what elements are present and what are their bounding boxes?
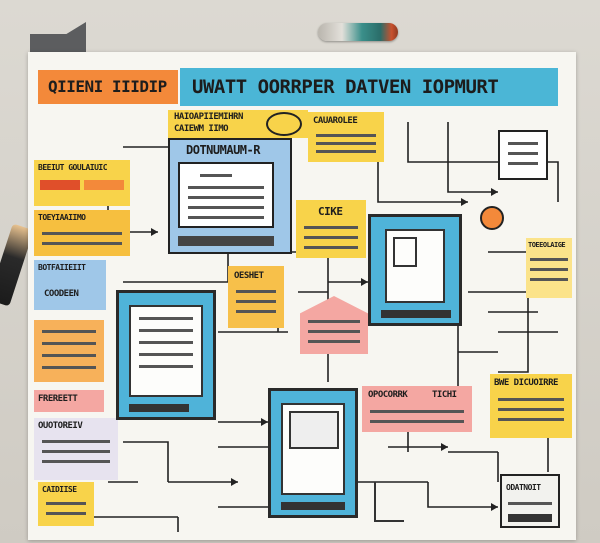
note-pink-text-b: TICHI bbox=[432, 390, 457, 400]
note-left-c-text: BOTFAIIEIIT bbox=[38, 263, 86, 272]
note-top-right: CAUAROLEE bbox=[308, 112, 384, 162]
note-left-c: BOTFAIIEIIT COODEEN bbox=[34, 260, 106, 310]
clipboard-top-right bbox=[498, 130, 548, 180]
device-center bbox=[268, 388, 358, 518]
page-title: UWATT OORRPER DATVEN IOPMURT bbox=[192, 76, 499, 98]
note-pink: OPOCORRK TICHI bbox=[362, 386, 472, 432]
note-bottom-left: CAIDIISE bbox=[38, 482, 94, 526]
note-left-b: TOEYIAAIIMO bbox=[34, 210, 130, 256]
tag-left: QIIENI IIIDIP bbox=[38, 70, 178, 104]
note-left-e: FREREETT bbox=[34, 390, 104, 412]
note-center-text: CIKE bbox=[318, 205, 343, 218]
note-orange: OESHET bbox=[228, 266, 284, 328]
note-bottom-left-text: CAIDIISE bbox=[42, 485, 77, 494]
note-right-small: TOEEOLAIGE bbox=[526, 238, 572, 298]
title-bar: UWATT OORRPER DATVEN IOPMURT bbox=[180, 68, 558, 106]
note-left-a-text: BEEIUT GOULAIUIC bbox=[38, 163, 108, 172]
eye-icon bbox=[266, 112, 302, 136]
note-center: CIKE bbox=[296, 200, 366, 258]
note-right: BWE DICUOIRRE bbox=[490, 374, 572, 438]
panel-top-center-sheet bbox=[178, 162, 274, 228]
note-right-small-text: TOEEOLAIGE bbox=[528, 241, 566, 249]
note-top-sub: CAIEWM IIMO bbox=[174, 124, 229, 134]
note-left-f-text: OUOTOREIV bbox=[38, 421, 83, 431]
note-left-b-text: TOEYIAAIIMO bbox=[38, 213, 86, 222]
note-pink-text: OPOCORRK bbox=[368, 390, 408, 400]
note-left-orange bbox=[34, 320, 104, 382]
device-left bbox=[116, 290, 216, 420]
tag-left-text: QIIENI IIIDIP bbox=[48, 77, 167, 96]
device-right bbox=[368, 214, 462, 326]
device-bottom-right-text: ODATNOIT bbox=[506, 483, 541, 492]
note-left-e-text: FREREETT bbox=[38, 394, 78, 404]
note-orange-text: OESHET bbox=[234, 271, 264, 281]
note-top-text: HAIOAPIIEMIHRN bbox=[174, 112, 243, 122]
device-bottom-right: ODATNOIT bbox=[500, 474, 560, 528]
spiral-icon bbox=[480, 206, 504, 230]
panel-top-center-title: DOTNUMAUM-R bbox=[186, 143, 260, 157]
diagram-paper: QIIENI IIIDIP UWATT OORRPER DATVEN IOPMU… bbox=[28, 52, 576, 540]
note-top-right-text: CAUAROLEE bbox=[313, 116, 358, 126]
note-left-f: OUOTOREIV bbox=[34, 418, 118, 480]
note-right-text: BWE DICUOIRRE bbox=[494, 378, 558, 388]
sketch-figure bbox=[374, 482, 404, 522]
note-left-d-text: COODEEN bbox=[44, 289, 79, 299]
panel-top-center: DOTNUMAUM-R bbox=[168, 138, 292, 254]
note-left-a: BEEIUT GOULAIUIC bbox=[34, 160, 130, 206]
marker-pen bbox=[318, 23, 398, 41]
